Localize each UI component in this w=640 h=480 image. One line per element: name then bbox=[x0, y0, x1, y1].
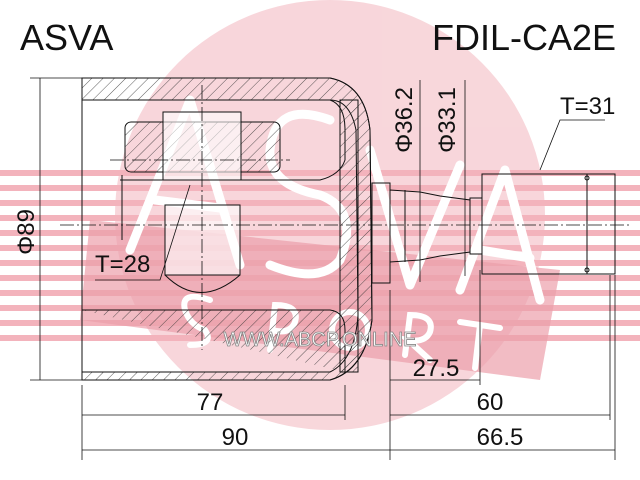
shaft-stem bbox=[371, 173, 616, 284]
dim-77: 77 bbox=[197, 389, 224, 416]
part-number: FDIL-CA2E bbox=[432, 17, 616, 58]
dim-diameter-33-1: Φ33.1 bbox=[434, 87, 461, 153]
dim-spline-t28: T=28 bbox=[95, 251, 150, 278]
dim-spline-t31: T=31 bbox=[560, 93, 615, 120]
dim-60: 60 bbox=[477, 389, 504, 416]
centerlines bbox=[60, 85, 630, 350]
dim-diameter-36-2: Φ36.2 bbox=[391, 87, 418, 153]
dim-outer-diameter: Φ89 bbox=[13, 209, 40, 255]
watermark-url: WWW.ABCP.ONLINE bbox=[224, 329, 417, 351]
dim-66-5: 66.5 bbox=[477, 424, 524, 451]
dim-27-5: 27.5 bbox=[413, 355, 460, 382]
brand-label: ASVA bbox=[20, 17, 113, 58]
joint-housing bbox=[81, 77, 373, 381]
dimension-lines bbox=[30, 77, 616, 460]
tripod-roller bbox=[124, 111, 281, 293]
dim-90: 90 bbox=[222, 424, 249, 451]
